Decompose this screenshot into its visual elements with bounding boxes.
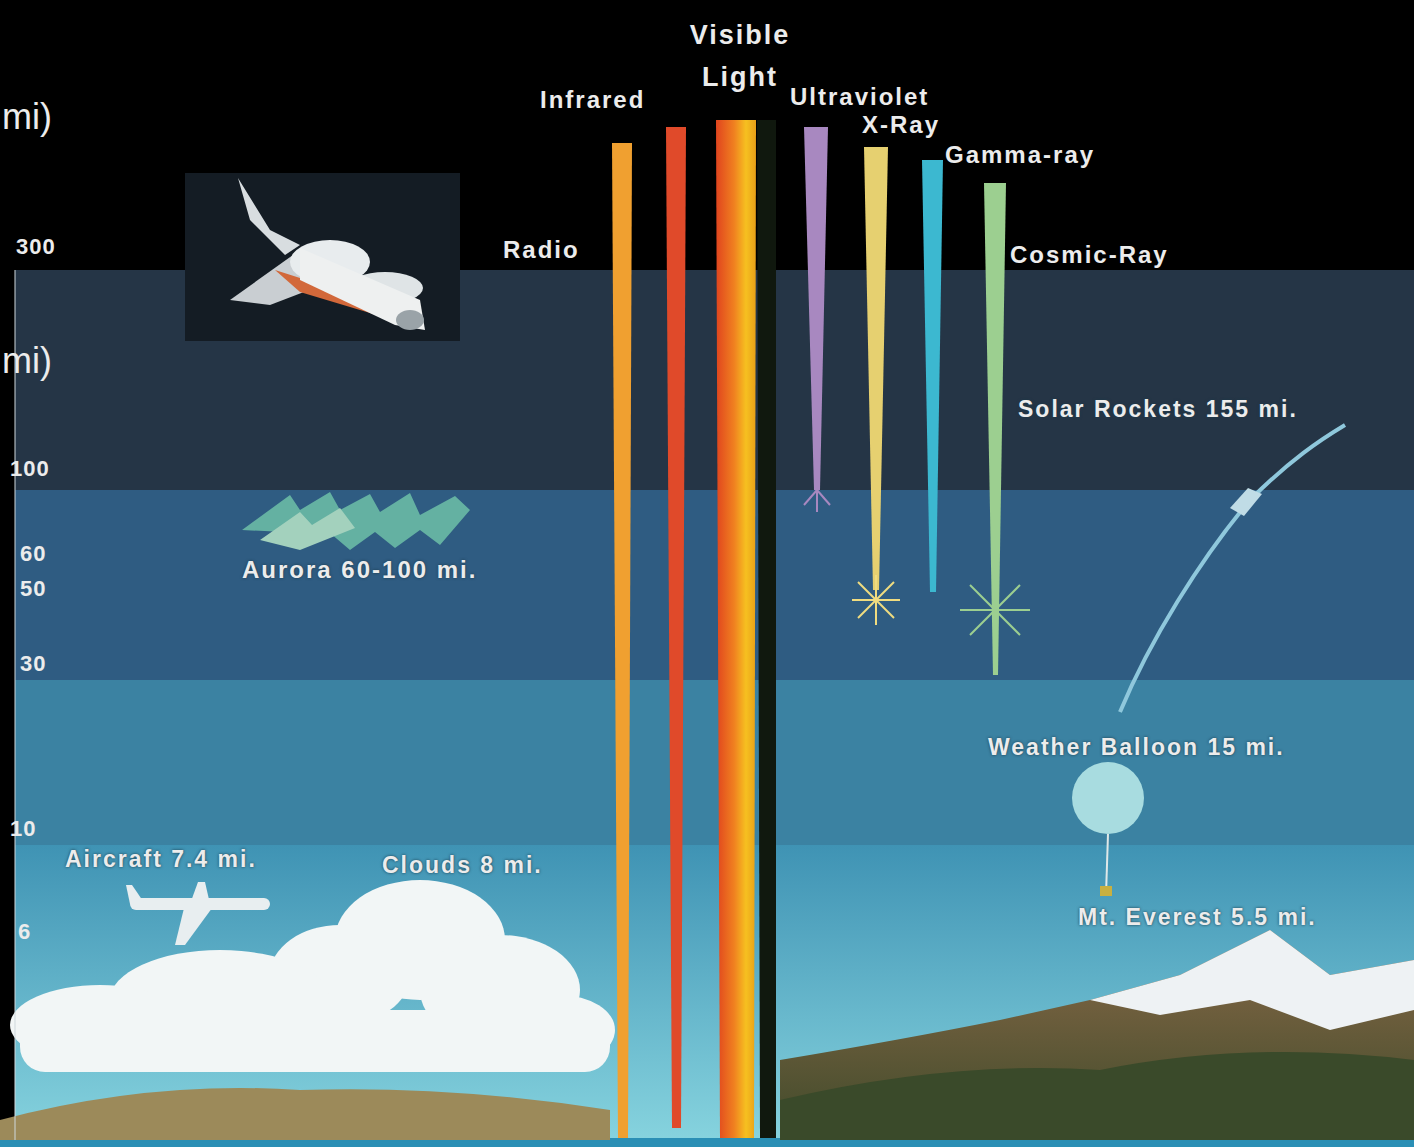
axis-unit: mi) [2, 340, 52, 382]
altitude-label: Solar Rockets 155 mi. [1018, 396, 1298, 423]
axis-tick: 300 [16, 234, 56, 260]
axis-tick: 50 [20, 576, 46, 602]
band-label: Visible Light [670, 14, 810, 98]
band-label: Gamma-ray [945, 141, 1095, 169]
altitude-label: Mt. Everest 5.5 mi. [1078, 904, 1317, 931]
axis-tick: 6 [18, 919, 31, 945]
band-label: Cosmic-Ray [1010, 241, 1169, 269]
axis-unit: mi) [2, 96, 52, 138]
axis-tick: 60 [20, 541, 46, 567]
band-label: Radio [503, 236, 580, 264]
band-label: Ultraviolet [790, 83, 929, 111]
altitude-label: Aurora 60-100 mi. [242, 556, 477, 584]
altitude-label: Aircraft 7.4 mi. [65, 846, 257, 873]
altitude-label: Weather Balloon 15 mi. [988, 734, 1285, 761]
axis-tick: 10 [10, 816, 36, 842]
band-label: Infrared [540, 86, 645, 114]
axis-tick: 30 [20, 651, 46, 677]
altitude-label: Clouds 8 mi. [382, 852, 543, 879]
band-label: X-Ray [862, 111, 940, 139]
axis-tick: 100 [10, 456, 50, 482]
